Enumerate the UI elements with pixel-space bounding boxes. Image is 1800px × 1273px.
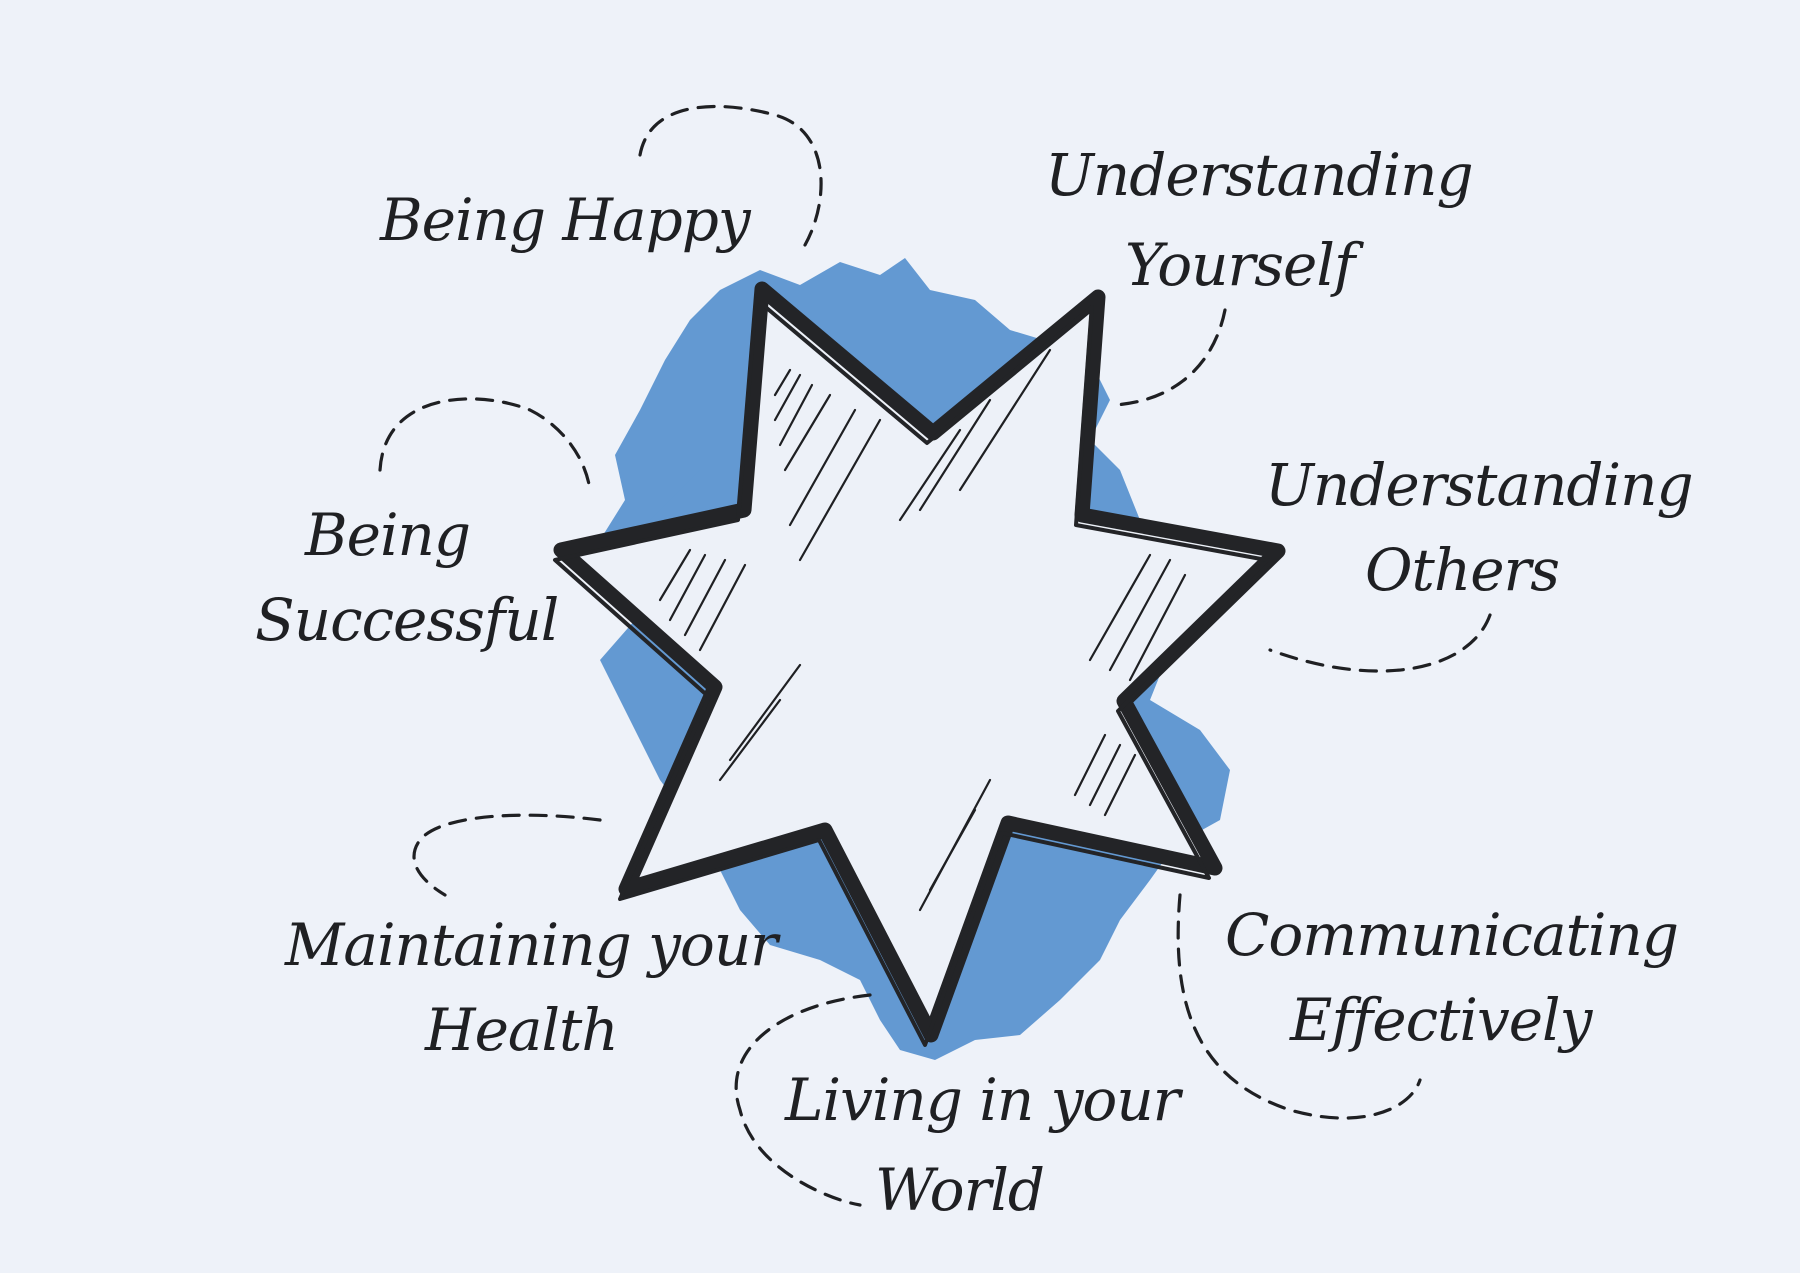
connector-living-in-world	[734, 993, 872, 1207]
label-communicating-effectively: Communicating Effectively	[1225, 901, 1695, 1054]
label-understanding-others: Understanding Others	[1265, 451, 1710, 604]
seven-point-star	[553, 281, 1286, 1047]
star-hatching	[658, 348, 1187, 912]
connector-understanding-yourself	[1113, 308, 1227, 407]
label-being-successful: Being Successful	[255, 501, 558, 654]
connector-understanding-others	[1268, 613, 1492, 673]
dashed-connectors	[378, 104, 1492, 1207]
label-maintaining-health: Maintaining your Health	[284, 911, 794, 1064]
connector-communicating-effectively	[1176, 893, 1422, 1120]
connector-being-successful	[378, 397, 592, 492]
label-living-in-world: Living in your World	[784, 1066, 1197, 1224]
label-understanding-yourself: Understanding Yourself	[1045, 141, 1490, 299]
label-being-happy: Being Happy	[379, 186, 752, 254]
connector-maintaining-health	[412, 813, 602, 897]
labels: Being Happy Understanding Yourself Under…	[255, 141, 1710, 1224]
